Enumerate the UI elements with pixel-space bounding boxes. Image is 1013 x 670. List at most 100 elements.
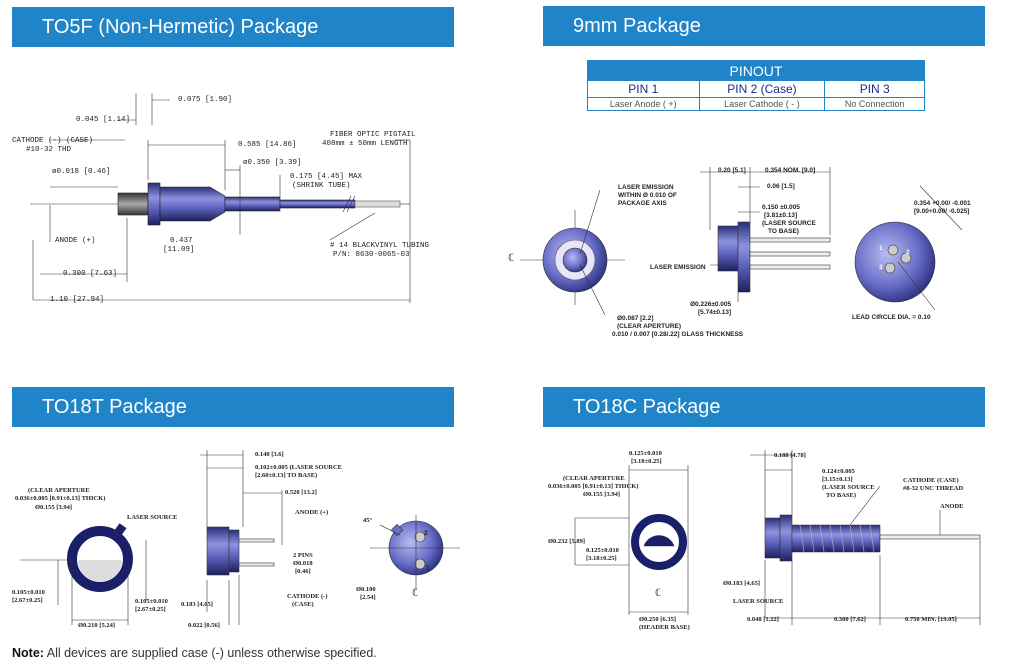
to18t-dim-520: 0.520 [13.2] — [285, 489, 317, 496]
section-header-to5f: TO5F (Non-Hermetic) Package — [12, 7, 454, 47]
9mm-pin2-number: 2 — [906, 249, 910, 256]
to18c-dim-125b-mm: [3.18±0.25] — [586, 555, 617, 562]
to18t-dim-105-right: 0.105±0.010 — [135, 598, 168, 605]
to18c-dim-232: Ø0.232 [5.89] — [548, 538, 586, 545]
to5f-dim-585: 0.585 [14.86] — [238, 141, 297, 149]
to18t-centerline: ℂ — [412, 589, 419, 600]
9mm-dim-006: 0.06 [1.5] — [767, 183, 795, 190]
to18t-cathode: CATHODE (-) — [287, 593, 328, 600]
to18t-angle: 45° — [363, 517, 373, 524]
footer-note: Note: All devices are supplied case (-) … — [12, 646, 377, 660]
pinout-value-pin1: Laser Anode ( +) — [587, 97, 700, 111]
9mm-dim-150: 0.150 ±0.005 — [762, 204, 800, 211]
to5f-anode-label: ANODE (+) — [55, 237, 96, 245]
to5f-dim-175: 0.175 [4.45] MAX — [290, 173, 363, 181]
to18t-dim-100: Ø0.100 — [356, 586, 376, 593]
to18t-pins: 2 PINS — [293, 552, 313, 559]
to5f-dim-437-mm: [11.09] — [163, 246, 195, 254]
9mm-clear-aperture: (CLEAR APERTURE) — [617, 323, 682, 330]
pinout-header-pin3: PIN 3 — [824, 80, 925, 98]
to5f-cathode-thread: #10-32 THD — [26, 146, 72, 154]
to18c-dim-124: 0.124±0.005 — [822, 468, 855, 475]
to18t-dim-022: 0.022 [0.56] — [188, 622, 220, 629]
to18c-dim-048: 0.048 [1.22] — [747, 616, 779, 623]
to5f-fiber-label: FIBER OPTIC PIGTAIL — [330, 131, 416, 139]
to5f-drawing — [30, 93, 411, 303]
9mm-lead-circle: LEAD CIRCLE DIA. = 0.10 — [852, 314, 931, 321]
9mm-rear-dim: 0.354 +0.00/ -0.001 — [914, 200, 971, 207]
to18t-dim-140: 0.140 [3.6] — [255, 451, 284, 458]
to18c-front-view — [574, 465, 689, 615]
to5f-tubing-pn: P/N: 8630-0065-03 — [333, 251, 410, 259]
pinout-header-pin2: PIN 2 (Case) — [698, 80, 826, 98]
to5f-dim-045: 0.045 [1.14] — [76, 116, 131, 124]
to18t-dim-102: 0.102±0.005 (LASER SOURCE — [255, 464, 342, 471]
to18t-dim-183: 0.183 [4.65] — [181, 601, 213, 608]
to5f-dim-350: ø0.350 [3.39] — [243, 159, 302, 167]
footer-note-text: All devices are supplied case (-) unless… — [43, 646, 377, 660]
to18c-anode: ANODE — [940, 503, 964, 510]
section-header-to18t: TO18T Package — [12, 387, 454, 427]
to5f-cathode-label: CATHODE (-) (CASE) — [12, 137, 94, 145]
to18c-to-base: TO BASE) — [826, 492, 857, 499]
to18c-dim-183: Ø0.183 [4.65] — [723, 580, 761, 587]
9mm-emission-label: LASER EMISSION — [618, 184, 674, 191]
footer-note-label: Note: — [12, 646, 44, 660]
to18c-dim-750: 0.750 MIN. [19.05] — [905, 616, 957, 623]
to18t-pin-dia: Ø0.018 — [293, 560, 313, 567]
to18t-laser-source: LASER SOURCE — [127, 514, 178, 521]
9mm-emission-axis: PACKAGE AXIS — [618, 200, 667, 207]
to18t-case: (CASE) — [292, 601, 314, 608]
9mm-dim-150-mm: [3.81±0.13] — [764, 212, 798, 219]
to18c-side-view — [750, 450, 981, 625]
to18t-anode: ANODE (+) — [295, 509, 329, 516]
9mm-glass-thickness: 0.010 / 0.007 [0.28/.22] GLASS THICKNESS — [612, 331, 744, 338]
to18t-pin-dia-mm: [0.46] — [295, 568, 311, 575]
9mm-dim-087: Ø0.087 [2.2] — [617, 315, 654, 322]
to5f-fiber-length: 408mm ± 50mm LENGTH — [322, 140, 408, 148]
to18c-laser-source: LASER SOURCE — [733, 598, 784, 605]
9mm-centerline: ℂ — [508, 254, 515, 265]
to18t-dim-105-left: 0.105±0.010 — [12, 589, 45, 596]
9mm-side-view — [700, 167, 831, 302]
9mm-rear-view — [854, 185, 963, 311]
pinout-table: PINOUT PIN 1 PIN 2 (Case) PIN 3 Laser An… — [587, 60, 925, 111]
to5f-tubing-label: # 14 BLACKVINYL TUBING — [330, 242, 430, 250]
9mm-pin1-number: 1 — [879, 245, 883, 252]
section-header-9mm: 9mm Package — [543, 6, 985, 46]
to18c-thread: #8-32 UNC THREAD — [903, 485, 964, 492]
9mm-dim-226: Ø0.226±0.005 — [690, 301, 732, 308]
to18t-dim-155: Ø0.155 [3.94] — [35, 504, 73, 511]
9mm-dim-354: 0.354 NOM. [9.0] — [765, 167, 816, 174]
9mm-laser-source: (LASER SOURCE — [762, 220, 816, 227]
to18c-dim-188: 0.188 [4.78] — [774, 452, 806, 459]
to18t-pin1-number: 1 — [426, 565, 430, 572]
to5f-dim-075: 0.075 [1.90] — [178, 96, 233, 104]
to18c-dim-125: 0.125±0.010 — [629, 450, 662, 457]
to18c-dim-250: Ø0.250 [6.35] — [639, 616, 677, 623]
to18c-centerline: ℂ — [655, 589, 662, 600]
pinout-value-pin2: Laser Cathode ( - ) — [698, 97, 826, 111]
to18t-dim-100-mm: [2.54] — [360, 594, 376, 601]
to18t-clear-aperture: (CLEAR APERTURE — [28, 487, 90, 494]
9mm-pin3-number: 3 — [879, 264, 883, 271]
9mm-rear-dim-mm: [9.00+0.00/ -0.025] — [914, 208, 970, 215]
to18t-dim-102-mm: [2.60±0.13] TO BASE) — [255, 472, 318, 479]
9mm-dim-226-mm: [5.74±0.13] — [698, 309, 732, 316]
to18c-header-base: (HEADER BASE) — [639, 624, 690, 631]
to18t-clear-thick: 0.036±0.005 [0.91±0.13] THICK) — [15, 495, 106, 502]
to18c-dim-125-mm: [3.18±0.25] — [631, 458, 662, 465]
9mm-laser-emission: LASER EMISSION — [650, 264, 706, 271]
pinout-value-pin3: No Connection — [824, 97, 925, 111]
to18t-rear-view — [370, 515, 460, 590]
pinout-title: PINOUT — [587, 60, 925, 81]
to18c-dim-300: 0.300 [7.62] — [834, 616, 866, 623]
to18c-clear-aperture: (CLEAR APERTURE — [563, 475, 625, 482]
to18c-cathode: CATHODE (CASE) — [903, 477, 959, 484]
section-header-to18c: TO18C Package — [543, 387, 985, 427]
to5f-dim-437: 0.437 — [170, 237, 193, 245]
9mm-front-view — [520, 189, 625, 316]
to18t-dim-105-left-mm: [2.67±0.25] — [12, 597, 43, 604]
9mm-emission-within: WITHIN Ø 0.010 OF — [618, 192, 677, 199]
